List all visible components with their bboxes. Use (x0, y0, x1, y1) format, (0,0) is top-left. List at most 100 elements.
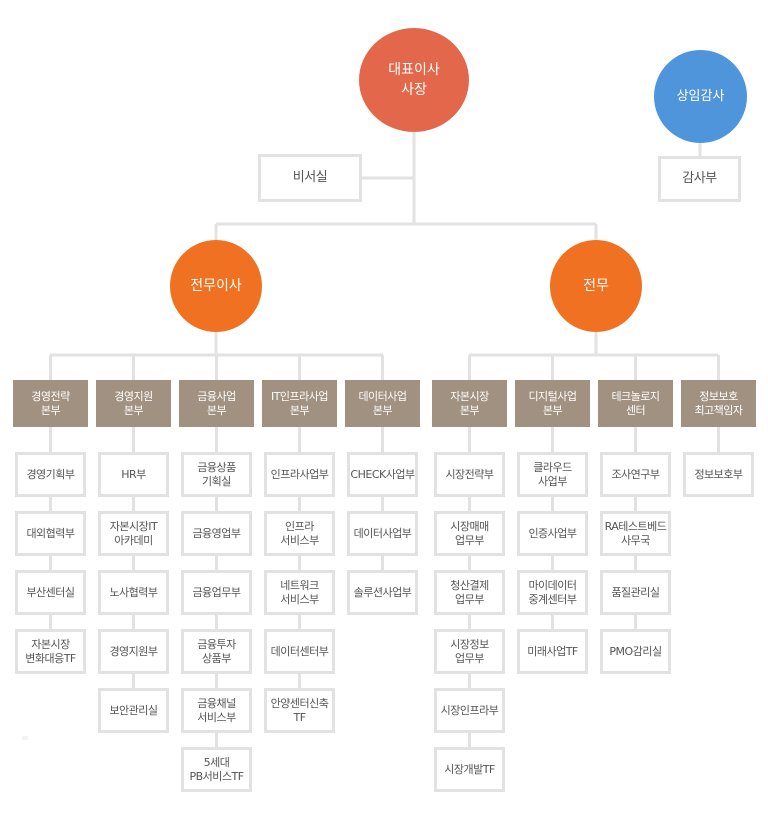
department-label: 데이터사업부 (353, 526, 412, 540)
headquarters-label: 본부 (123, 403, 144, 417)
executive-director-label: 전무이사 (190, 278, 242, 294)
department-label: 미래사업TF (527, 644, 578, 658)
department-label: 대외협력부 (26, 526, 75, 540)
managing-director-label: 전무 (583, 278, 609, 294)
standing-auditor-label: 상임감사 (676, 88, 725, 104)
department-box: 경영지원부 (98, 629, 169, 674)
department-label: 마이데이터 (528, 578, 577, 592)
department-box: HR부 (98, 452, 169, 497)
department-label: 청산결제 (450, 578, 489, 592)
department-box: 시장전략부 (434, 452, 505, 497)
department-label: 기획실 (202, 474, 231, 488)
secretariat-label: 비서실 (292, 170, 328, 185)
secretariat-box: 비서실 (258, 154, 362, 202)
audit-dept-box: 감사부 (658, 156, 741, 202)
headquarters-label: 디지털사업 (528, 389, 577, 403)
department-box: 금융업무부 (181, 570, 252, 615)
department-label: 업무부 (455, 651, 484, 665)
department-box: 미래사업TF (517, 629, 588, 674)
department-label: 시장개발TF (444, 762, 495, 776)
department-label: TF (293, 710, 306, 724)
headquarters-label: 자본시장 (450, 389, 489, 403)
department-box: 시장인프라부 (434, 688, 505, 733)
headquarters-label: 최고책임자 (694, 403, 743, 417)
ceo-subtitle: 사장 (401, 82, 427, 98)
department-box: 경영기획부 (15, 452, 86, 497)
headquarters-label: 본부 (372, 403, 393, 417)
department-box: 인프라사업부 (264, 452, 335, 497)
headquarters-label: 테크놀로지 (611, 389, 660, 403)
department-box: CHECK사업부 (347, 452, 418, 497)
department-label: 자본시장 (31, 637, 70, 651)
department-box: 부산센터실 (15, 570, 86, 615)
headquarters-label: 센터 (625, 403, 646, 417)
department-box: 데이터사업부 (347, 511, 418, 556)
department-label: 품질관리실 (611, 585, 660, 599)
department-label: 시장인프라부 (440, 703, 499, 717)
department-label: 경영지원부 (109, 644, 158, 658)
department-box: 대외협력부 (15, 511, 86, 556)
executive-director-node: 전무이사 (170, 240, 262, 332)
department-box: 인증사업부 (517, 511, 588, 556)
headquarters-label: 본부 (40, 403, 61, 417)
department-box: 금융영업부 (181, 511, 252, 556)
department-label: 클라우드 (533, 460, 572, 474)
department-label: 네트워크 (280, 578, 319, 592)
department-label: 경영기획부 (26, 467, 75, 481)
department-box: 정보보호부 (683, 452, 754, 497)
headquarters-label: 데이터사업 (358, 389, 407, 403)
department-label: 데이터센터부 (270, 644, 329, 658)
department-label: PB서비스TF (189, 769, 244, 783)
department-label: 조사연구부 (611, 467, 660, 481)
department-label: 시장전략부 (445, 467, 494, 481)
department-label: CHECK사업부 (350, 467, 415, 481)
department-label: 노사협력부 (109, 585, 158, 599)
standing-auditor-node: 상임감사 (654, 50, 747, 143)
department-box: 보안관리실 (98, 688, 169, 733)
department-box: PMO감리실 (600, 629, 671, 674)
department-label: PMO감리실 (609, 644, 662, 658)
department-label: 금융업무부 (192, 585, 241, 599)
department-label: 안양센터신축 (270, 696, 329, 710)
headquarters-label: IT인프라사업 (270, 389, 329, 403)
audit-dept-label: 감사부 (682, 171, 717, 186)
department-label: 인프라사업부 (270, 467, 329, 481)
headquarters-label: 금융사업 (197, 389, 236, 403)
department-label: 사업부 (538, 474, 567, 488)
headquarters-label: 정보보호 (699, 389, 738, 403)
ceo-node: 대표이사 사장 (359, 28, 469, 132)
department-box: 솔루션사업부 (347, 570, 418, 615)
department-label: 5세대 (203, 755, 230, 769)
headquarters-label: 본부 (459, 403, 480, 417)
department-label: 상품부 (202, 651, 231, 665)
department-label: 금융채널 (197, 696, 236, 710)
department-label: 서비스부 (197, 710, 236, 724)
department-box: 노사협력부 (98, 570, 169, 615)
department-label: 서비스부 (280, 533, 319, 547)
department-label: 인프라 (285, 519, 314, 533)
ceo-title: 대표이사 (388, 62, 440, 78)
headquarters-label: 본부 (289, 403, 310, 417)
department-box: 데이터센터부 (264, 629, 335, 674)
department-label: 서비스부 (280, 592, 319, 606)
